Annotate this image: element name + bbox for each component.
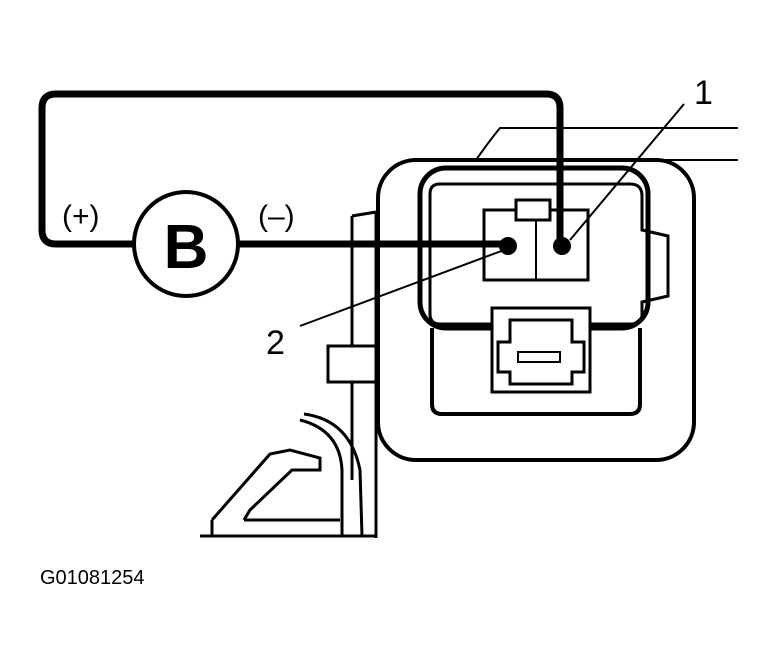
callout-leaders <box>299 103 685 327</box>
connector-housing <box>376 158 696 462</box>
battery-label: B <box>164 213 209 282</box>
mounting-bracket <box>326 210 378 538</box>
figure-code: G01081254 <box>40 567 145 589</box>
callout-2: 2 <box>266 324 285 362</box>
test-leads <box>38 90 564 248</box>
harness-wires <box>475 127 738 161</box>
positive-label: (+) <box>62 200 100 233</box>
negative-label: (–) <box>258 200 295 233</box>
battery-symbol <box>132 190 240 298</box>
retaining-clip <box>200 412 376 538</box>
callout-1: 1 <box>694 74 713 112</box>
